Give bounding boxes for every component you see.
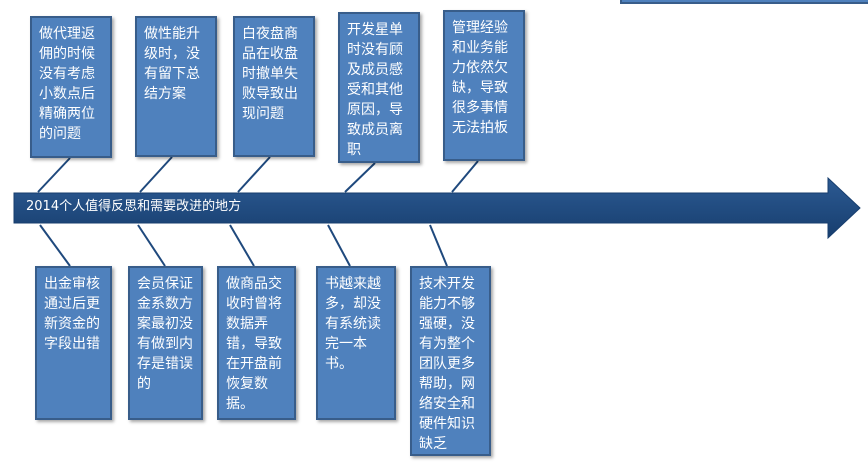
issue-box-top-5: 管理经验和业务能力依然欠缺，导致很多事情无法拍板: [443, 10, 525, 161]
connector-line: [137, 224, 166, 267]
issue-box-bottom-5: 技术开发能力不够强硬，没有为整个团队更多帮助，网络安全和硬件知识缺乏: [410, 266, 491, 456]
issue-box-top-2: 做性能升级时，没有留下总结方案: [135, 16, 217, 157]
connector-line: [429, 224, 448, 267]
issue-box-bottom-2: 会员保证金系数方案最初没有做到内存是错误的: [128, 266, 203, 420]
connector-line: [39, 224, 71, 267]
connector-line: [344, 162, 376, 193]
connector-line: [237, 156, 271, 193]
issue-box-top-1: 做代理返佣的时候没有考虑小数点后精确两位的问题: [30, 16, 112, 158]
connector-line: [37, 157, 71, 193]
top-edge-shape: [620, 0, 868, 4]
issue-box-top-4: 开发星单时没有顾及成员感受和其他原因，导致成员离职: [338, 12, 420, 163]
connector-line: [139, 156, 173, 193]
issue-box-bottom-4: 书越来越多，却没有系统读完一本书。: [316, 266, 396, 420]
issue-box-bottom-1: 出金审核通过后更新资金的字段出错: [35, 266, 112, 420]
timeline-label: 2014个人值得反思和需要改进的地方: [26, 199, 242, 214]
issue-box-top-3: 白夜盘商品在收盘时撤单失败导致出现问题: [233, 16, 315, 157]
connector-line: [327, 224, 351, 267]
issue-box-bottom-3: 做商品交收时曾将数据弄错，导致在开盘前恢复数据。: [217, 266, 296, 420]
connector-line: [451, 160, 479, 193]
connector-line: [229, 224, 255, 267]
